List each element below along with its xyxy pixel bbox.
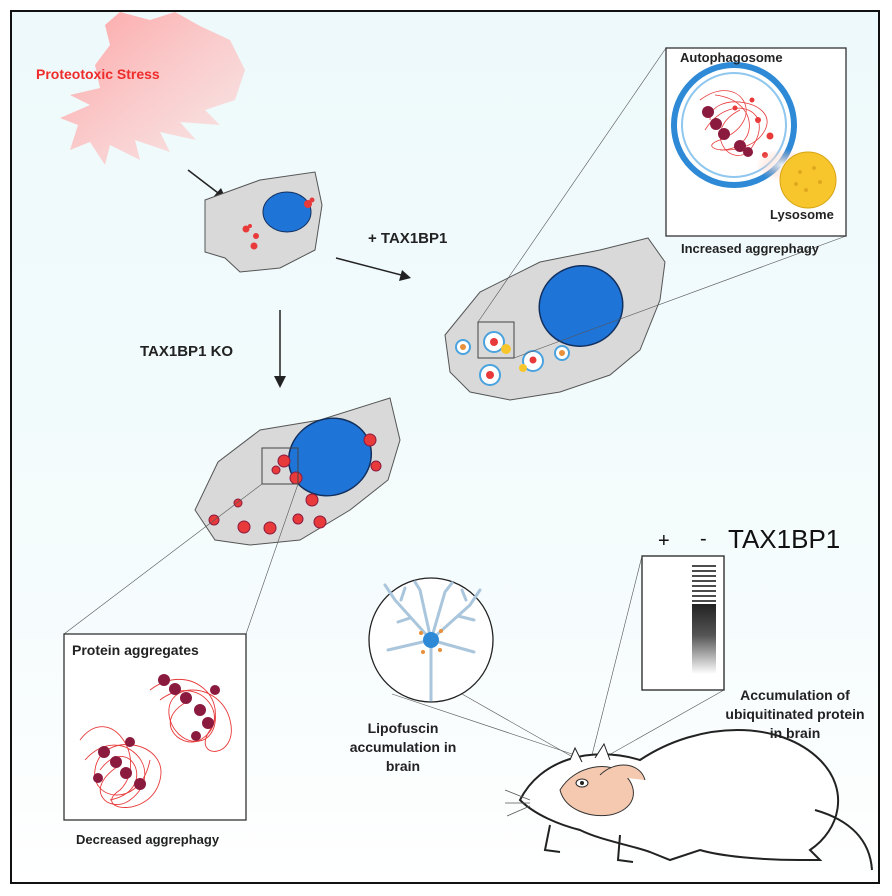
zoom-lines-mouse (391, 555, 725, 761)
zoom-lines-top (477, 47, 847, 359)
arrow-to-plus-cell (335, 257, 411, 281)
zoom-box-tax1bp1 (477, 321, 515, 359)
tax1bp1-ko-label: TAX1BP1 KO (140, 343, 234, 360)
tax1bp1-cell (444, 237, 666, 401)
plus-tax1bp1-label: + TAX1BP1 (368, 230, 448, 247)
autophagosomes (455, 331, 570, 386)
autophagosome-label: Autophagosome (680, 50, 783, 65)
arrow-to-ko-cell (274, 310, 286, 388)
increased-aggrephagy-label: Increased aggrephagy (681, 241, 819, 256)
lysosome (779, 151, 837, 209)
neuron-inset (368, 577, 494, 703)
lysosome-label: Lysosome (770, 207, 834, 222)
western-blot (641, 555, 725, 691)
autophagosome-inset (665, 47, 847, 237)
protein-aggregates-label: Protein aggregates (72, 642, 199, 658)
protein-aggregates-inset (63, 633, 247, 821)
decreased-aggrephagy-label: Decreased aggrephagy (76, 832, 220, 847)
ko-cell (194, 397, 401, 546)
zoom-box-ko (261, 447, 299, 485)
zoom-lines-bottom (63, 483, 299, 635)
mouse-illustration (504, 729, 873, 871)
initial-cell (204, 171, 323, 273)
stress-burst (60, 12, 245, 165)
lipofuscin-label: Lipofuscin accumulation in brain (349, 720, 457, 774)
blot-minus-label: - (700, 528, 707, 550)
proteotoxic-stress-label: Proteotoxic Stress (36, 66, 160, 82)
nucleus (262, 191, 312, 233)
blot-plus-label: + (658, 530, 670, 552)
ubiquitinated-protein-label: Accumulation of ubiquitinated protein in… (725, 687, 865, 741)
nucleus (538, 265, 624, 347)
blot-protein-label: TAX1BP1 (728, 524, 841, 554)
